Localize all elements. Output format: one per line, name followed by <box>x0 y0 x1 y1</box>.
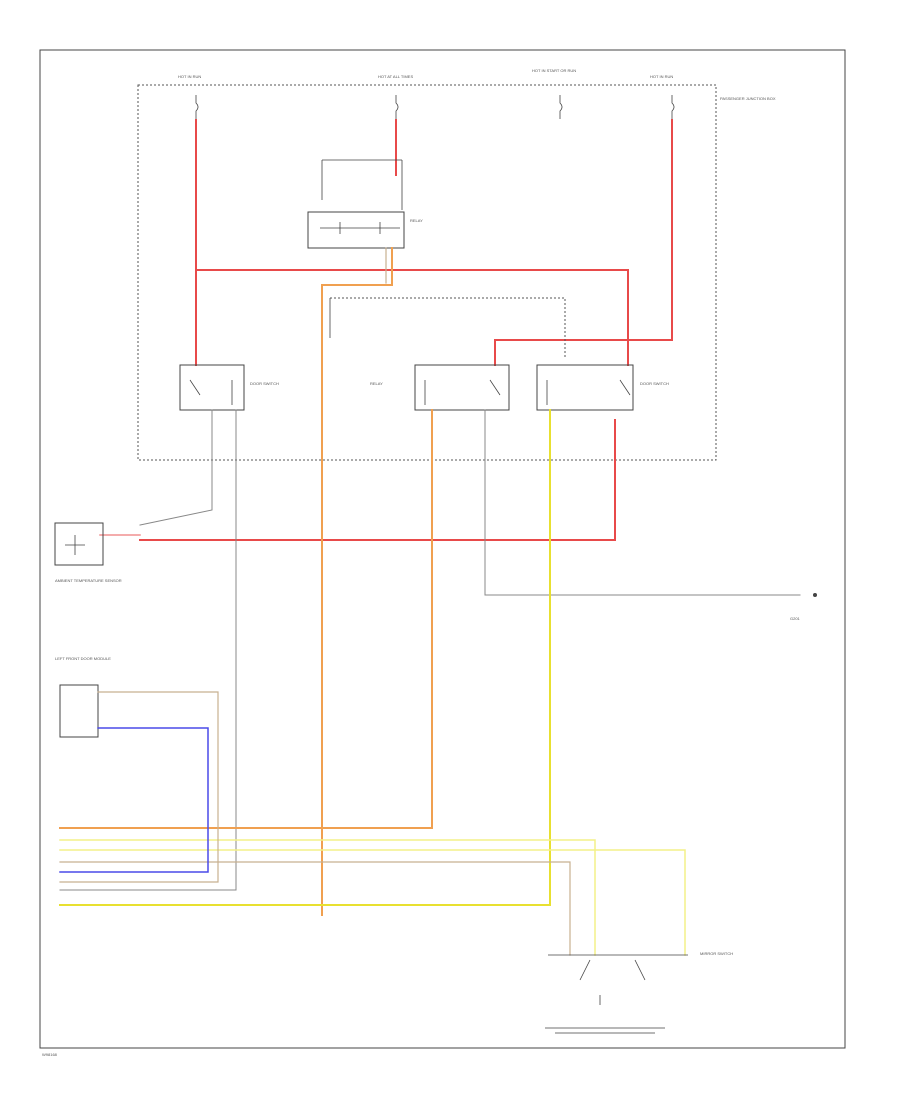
wire-gray-left-down <box>139 409 213 526</box>
switch-module-right <box>536 364 634 411</box>
fuse-icon-1 <box>195 95 199 119</box>
fuse-icon-2 <box>395 95 399 119</box>
switch-label-right: DOOR SWITCH <box>640 381 669 386</box>
wire-red-right-vertical <box>494 119 673 366</box>
switch-unit-label: MIRROR SWITCH <box>700 951 733 956</box>
junction-box-outline <box>137 84 717 461</box>
wire-orange-main <box>321 247 393 916</box>
ground-icon <box>545 1027 665 1034</box>
wire-dashed-mid <box>330 297 566 358</box>
switch-contacts-bottom <box>579 959 646 1005</box>
sensor-icon <box>65 535 85 555</box>
wire-red-lower-bus <box>139 419 616 541</box>
connector-icon <box>813 593 817 597</box>
left-module-box <box>59 684 99 738</box>
ground-label: G201 <box>790 616 801 621</box>
switch-module-center <box>414 364 510 411</box>
fuse-label-right-group: HOT IN START OR RUN <box>532 68 576 73</box>
wire-lightyellow-bus <box>59 839 596 956</box>
figure-code: W98168 <box>42 1052 58 1057</box>
wire-yellow-right <box>59 409 551 906</box>
fuse-icon-3 <box>559 95 563 119</box>
wire-orange-center <box>59 409 433 829</box>
wire-olive-diag <box>59 861 571 956</box>
wire-gray-center-down <box>484 409 801 596</box>
fuse-label-right: HOT IN RUN <box>650 74 673 79</box>
switch-contact-right <box>546 379 631 405</box>
junction-box-label: PASSENGER JUNCTION BOX <box>720 96 776 101</box>
switch-label-center: RELAY <box>370 381 383 386</box>
wire-red-horizontal-bus <box>195 269 629 366</box>
relay-module-top <box>307 211 405 249</box>
switch-contact-left <box>189 379 233 405</box>
relay-coil-icon <box>320 222 400 234</box>
switch-module-left <box>179 364 245 411</box>
fuse-label-center: HOT AT ALL TIMES <box>378 74 413 79</box>
sensor-label: AMBIENT TEMPERATURE SENSOR <box>55 578 122 583</box>
left-module-label: LEFT FRONT DOOR MODULE <box>55 656 111 661</box>
sensor-box <box>54 522 104 566</box>
wire-blue-module <box>59 727 209 873</box>
relay-label-top: RELAY <box>410 218 423 223</box>
wire-gray-left2-down <box>59 409 237 891</box>
wire-tan-module <box>59 691 219 883</box>
switch-contact-center <box>424 379 501 405</box>
fuse-icon-4 <box>671 95 675 119</box>
fuse-label-left: HOT IN RUN <box>178 74 201 79</box>
diagram-frame <box>39 49 846 1049</box>
switch-label-left: DOOR SWITCH <box>250 381 279 386</box>
wire-lightyellow-right <box>59 849 686 956</box>
relay-switch-icon <box>321 159 403 210</box>
